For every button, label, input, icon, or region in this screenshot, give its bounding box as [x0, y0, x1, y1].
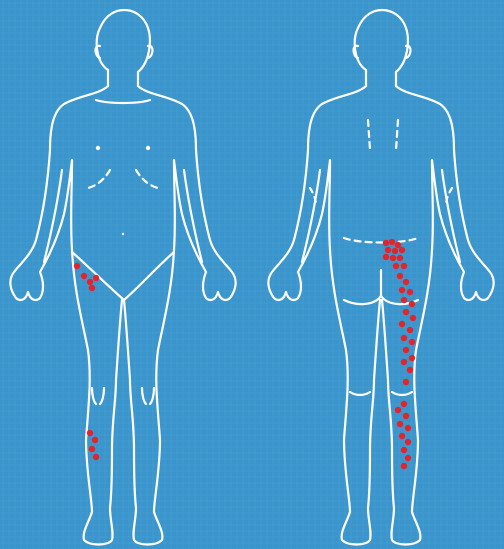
- marker: [403, 309, 409, 315]
- marker: [403, 379, 409, 385]
- marker: [392, 248, 398, 254]
- marker: [407, 367, 413, 373]
- marker: [407, 289, 413, 295]
- marker: [74, 263, 80, 269]
- marker: [399, 247, 405, 253]
- marker: [389, 239, 395, 245]
- marker: [403, 413, 409, 419]
- marker: [405, 425, 411, 431]
- marker: [401, 359, 407, 365]
- marker: [87, 279, 93, 285]
- marker: [383, 240, 389, 246]
- marker: [393, 263, 399, 269]
- front-nipple-right: [146, 146, 150, 150]
- marker: [403, 347, 409, 353]
- marker: [401, 447, 407, 453]
- marker: [401, 335, 407, 341]
- marker: [399, 433, 405, 439]
- marker: [93, 275, 99, 281]
- marker: [401, 297, 407, 303]
- marker: [397, 273, 403, 279]
- marker: [401, 263, 407, 269]
- marker: [409, 301, 415, 307]
- marker: [397, 255, 403, 261]
- marker: [405, 439, 411, 445]
- front-navel: [122, 233, 124, 235]
- marker: [399, 287, 405, 293]
- marker: [93, 454, 99, 460]
- marker: [401, 401, 407, 407]
- marker: [383, 254, 389, 260]
- marker: [399, 321, 405, 327]
- marker: [390, 255, 396, 261]
- marker: [405, 455, 411, 461]
- marker: [410, 315, 416, 321]
- marker: [395, 407, 401, 413]
- marker: [87, 430, 93, 436]
- marker: [407, 327, 413, 333]
- marker: [409, 339, 415, 345]
- marker: [403, 279, 409, 285]
- marker: [89, 446, 95, 452]
- marker: [81, 273, 87, 279]
- marker: [92, 437, 98, 443]
- marker: [385, 247, 391, 253]
- marker: [397, 421, 403, 427]
- marker: [401, 463, 407, 469]
- marker: [395, 242, 401, 248]
- marker: [89, 285, 95, 291]
- front-nipple-left: [96, 146, 100, 150]
- marker: [409, 355, 415, 361]
